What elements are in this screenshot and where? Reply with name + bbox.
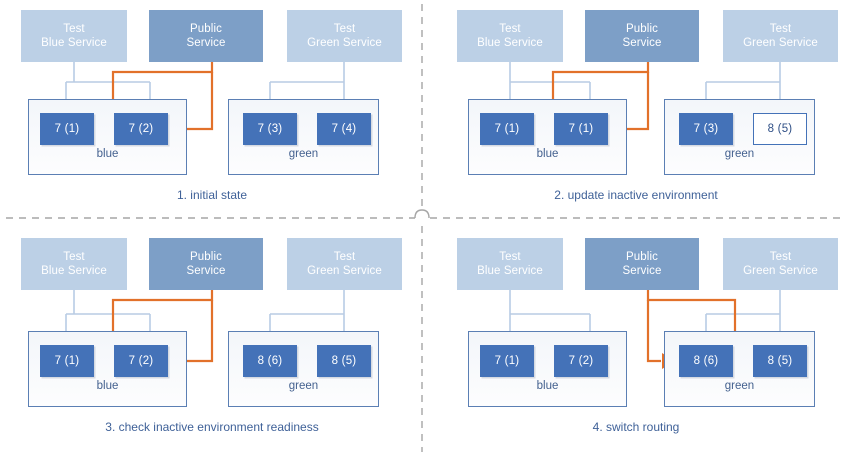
service-test-green: Test Green Service — [287, 238, 402, 290]
panel-4-caption: 4. switch routing — [592, 420, 680, 434]
instance-blue-1: 7 (1) — [40, 345, 94, 377]
environment-blue-label: blue — [536, 380, 559, 392]
service-public-line1: Public — [190, 251, 222, 263]
service-public-line1: Public — [626, 251, 658, 263]
service-public: Public Service — [149, 10, 263, 62]
instance-green-2: 8 (5) — [317, 345, 371, 377]
service-test-green-line1: Test — [769, 251, 792, 263]
service-test-green: Test Green Service — [723, 238, 838, 290]
service-test-blue-line1: Test — [499, 251, 521, 263]
service-test-green-line1: Test — [333, 23, 356, 35]
instance-green-2: 7 (4) — [317, 113, 371, 145]
environment-blue-label: blue — [96, 380, 119, 392]
service-test-green-line2: Green Service — [743, 37, 818, 49]
service-test-green-line2: Green Service — [307, 37, 382, 49]
service-public-line2: Service — [622, 265, 662, 277]
instance-green-2: 8 (5) — [753, 345, 807, 377]
service-public-line2: Service — [186, 265, 226, 277]
panel-1-caption: 1. initial state — [176, 188, 248, 202]
environment-blue-label: blue — [96, 148, 119, 160]
service-test-blue-line1: Test — [499, 23, 521, 35]
instance-blue-2: 7 (2) — [554, 345, 608, 377]
service-public-line2: Service — [622, 37, 662, 49]
service-public: Public Service — [149, 238, 263, 290]
panel-4: Test Blue Service Public Service Test Gr… — [424, 228, 848, 456]
instance-blue-1: 7 (1) — [480, 345, 534, 377]
panel-1: Test Blue Service Public Service Test Gr… — [0, 0, 424, 228]
environment-green-label: green — [288, 148, 319, 160]
instance-green-2: 8 (5) — [753, 113, 807, 145]
service-test-green: Test Green Service — [723, 10, 838, 62]
instance-blue-2: 7 (2) — [114, 113, 168, 145]
panel-3-caption: 3. check inactive environment readiness — [105, 420, 319, 434]
service-test-blue-line2: Blue Service — [477, 265, 543, 277]
service-test-blue-line2: Blue Service — [41, 37, 107, 49]
service-test-blue: Test Blue Service — [457, 10, 563, 62]
service-test-green-line1: Test — [333, 251, 356, 263]
instance-blue-1: 7 (1) — [480, 113, 534, 145]
environment-green-label: green — [288, 380, 319, 392]
service-test-blue: Test Blue Service — [21, 10, 127, 62]
service-public-line1: Public — [626, 23, 658, 35]
panel-2-caption: 2. update inactive environment — [554, 188, 718, 202]
service-test-green-line2: Green Service — [307, 265, 382, 277]
instance-blue-1: 7 (1) — [40, 113, 94, 145]
service-test-blue-line2: Blue Service — [477, 37, 543, 49]
service-test-blue-line1: Test — [63, 251, 85, 263]
environment-blue-label: blue — [536, 148, 559, 160]
service-test-green-line2: Green Service — [743, 265, 818, 277]
service-public: Public Service — [585, 10, 699, 62]
instance-green-1: 7 (3) — [243, 113, 297, 145]
panel-3: Test Blue Service Public Service Test Gr… — [0, 228, 424, 456]
service-public: Public Service — [585, 238, 699, 290]
instance-blue-2: 7 (2) — [114, 345, 168, 377]
service-test-green: Test Green Service — [287, 10, 402, 62]
service-public-line2: Service — [186, 37, 226, 49]
environment-green-label: green — [724, 148, 755, 160]
service-test-blue-line2: Blue Service — [41, 265, 107, 277]
service-test-blue: Test Blue Service — [457, 238, 563, 290]
service-test-green-line1: Test — [769, 23, 792, 35]
service-test-blue: Test Blue Service — [21, 238, 127, 290]
environment-green-label: green — [724, 380, 755, 392]
instance-green-1: 7 (3) — [679, 113, 733, 145]
panel-2: Test Blue Service Public Service Test Gr… — [424, 0, 848, 228]
service-test-blue-line1: Test — [63, 23, 85, 35]
instance-blue-2: 7 (1) — [554, 113, 608, 145]
instance-green-1: 8 (6) — [679, 345, 733, 377]
instance-green-1: 8 (6) — [243, 345, 297, 377]
service-public-line1: Public — [190, 23, 222, 35]
